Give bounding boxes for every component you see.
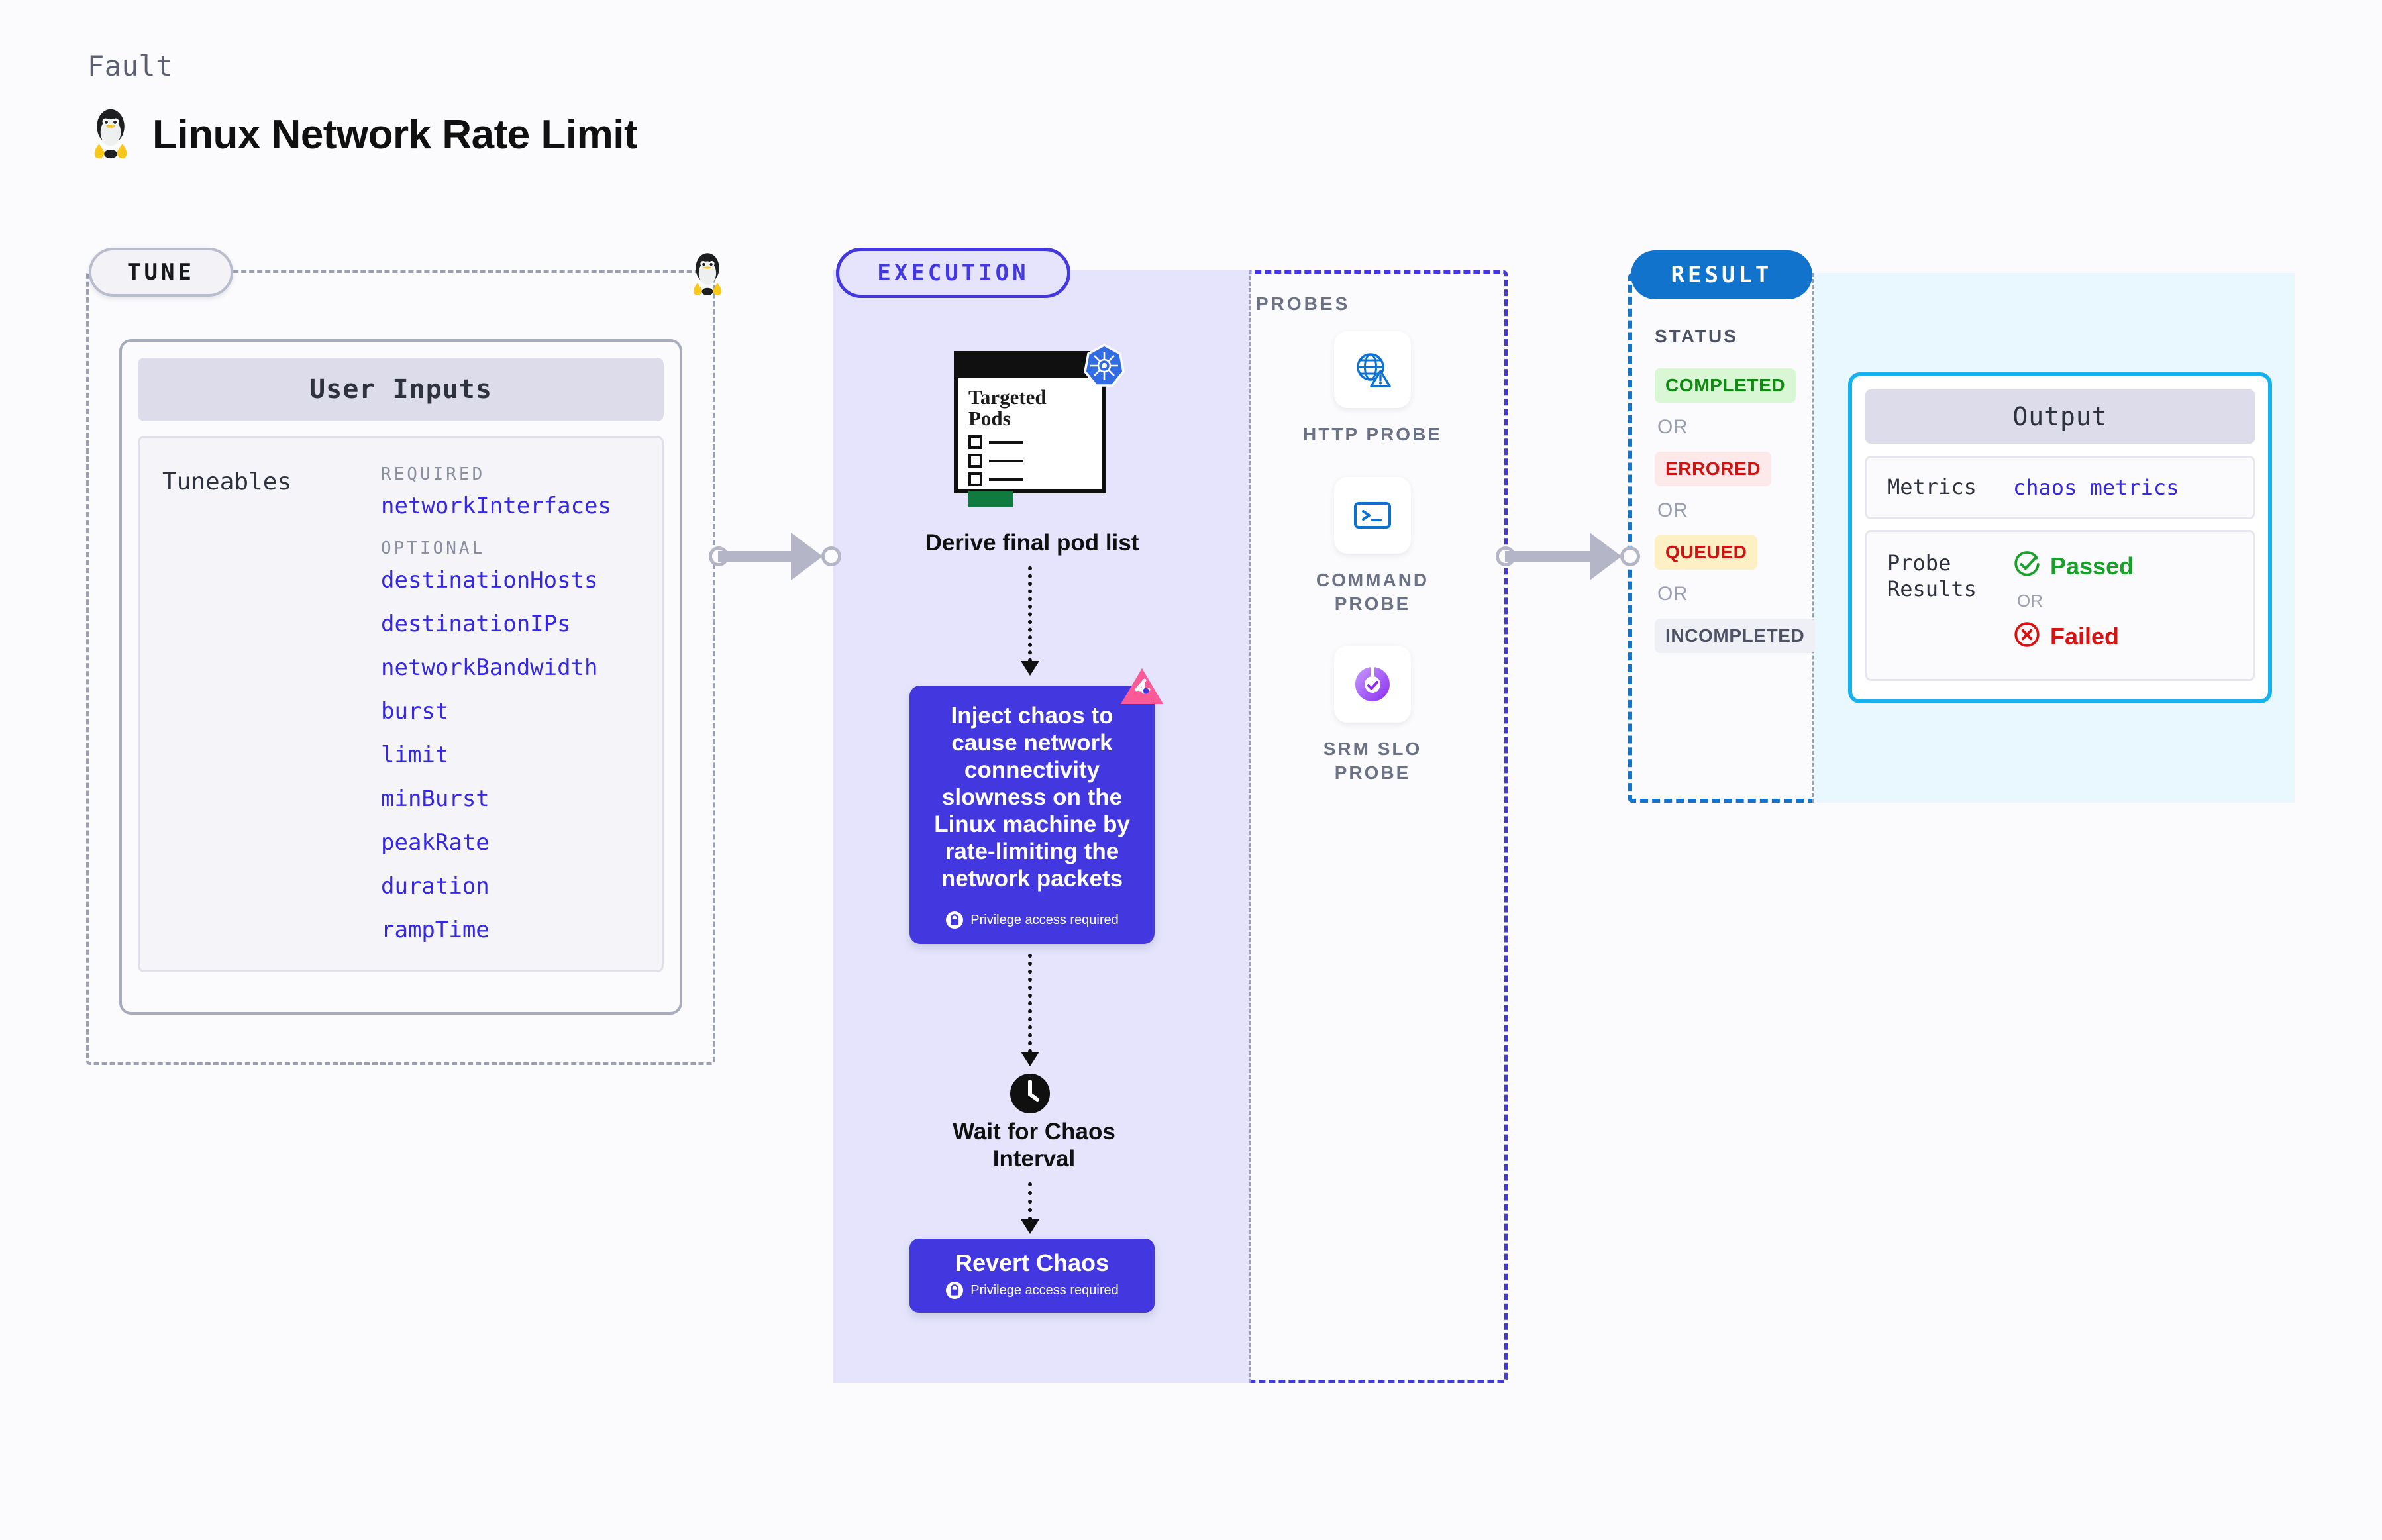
tuneable-networkbandwidth[interactable]: networkBandwidth	[381, 654, 598, 681]
tuneables-group-required: REQUIRED	[381, 464, 486, 484]
arrow-inject-to-wait	[1021, 954, 1039, 1066]
checkbox-icon[interactable]	[968, 472, 982, 487]
probe-srm-slo[interactable]: SRM SLO PROBE	[1293, 646, 1452, 786]
lock-icon	[945, 1281, 964, 1300]
tuneables-list: REQUIRED networkInterfaces OPTIONAL dest…	[381, 464, 639, 944]
tuneable-peakrate[interactable]: peakRate	[381, 829, 490, 856]
connector-end-dot	[1620, 546, 1640, 566]
status-label: STATUS	[1655, 326, 1738, 346]
probe-failed-label: Failed	[2050, 622, 2120, 650]
linux-penguin-icon-tune	[688, 250, 727, 299]
tuneables-body: Tuneables REQUIRED networkInterfaces OPT…	[138, 436, 664, 972]
probe-command[interactable]: COMMAND PROBE	[1293, 477, 1452, 617]
targeted-pods-title: Targeted Pods	[968, 385, 1047, 430]
connector-arrowhead	[1590, 533, 1622, 580]
pods-checklist-row	[968, 472, 1092, 487]
connector-line	[1505, 551, 1596, 562]
pods-card-topbar	[958, 355, 1102, 378]
checkbox-icon[interactable]	[968, 435, 982, 450]
globe-warning-icon	[1334, 331, 1411, 408]
pods-checklist-row	[968, 454, 1092, 468]
tuneable-networkinterfaces[interactable]: networkInterfaces	[381, 493, 611, 519]
pods-row-line	[989, 440, 1023, 444]
probe-result-passed: Passed	[2013, 550, 2233, 582]
tuneables-label: Tuneables	[162, 468, 292, 495]
inject-privilege-text: Privilege access required	[970, 912, 1119, 927]
kubernetes-icon	[1082, 343, 1127, 388]
tuneable-duration[interactable]: duration	[381, 873, 490, 899]
slo-donut-check-icon	[1334, 646, 1411, 723]
page-title: Linux Network Rate Limit	[152, 111, 638, 158]
targeted-pods-card: Targeted Pods	[954, 351, 1106, 508]
revert-chaos-node: Revert Chaos Privilege access required	[909, 1239, 1155, 1313]
user-inputs-card: User Inputs Tuneables REQUIRED networkIn…	[119, 339, 682, 1015]
output-metrics-value[interactable]: chaos metrics	[2013, 475, 2179, 500]
output-title: Output	[1865, 389, 2255, 444]
connector-tune-to-execution	[709, 530, 841, 583]
probe-result-or: OR	[2017, 591, 2043, 611]
probe-http-label: HTTP PROBE	[1303, 424, 1442, 444]
checkbox-icon[interactable]	[968, 454, 982, 468]
cross-circle-icon	[2013, 621, 2041, 652]
user-inputs-title: User Inputs	[138, 358, 664, 421]
output-card: Output Metrics chaos metrics Probe Resul…	[1848, 372, 2272, 703]
status-or-1: OR	[1657, 416, 1688, 438]
output-probe-results-row: Probe Results Passed OR	[1865, 530, 2255, 681]
connector-arrowhead	[791, 533, 823, 580]
pods-confirm-button[interactable]	[968, 491, 1013, 508]
tuneable-minburst[interactable]: minBurst	[381, 786, 490, 812]
status-badge-incompleted: INCOMPLETED	[1655, 619, 1816, 653]
clock-icon	[1010, 1073, 1051, 1114]
tune-section-boundary	[86, 270, 715, 1065]
result-status-column: STATUS COMPLETED OR ERRORED OR QUEUED OR…	[1628, 273, 1816, 803]
probe-http[interactable]: HTTP PROBE	[1293, 331, 1452, 446]
output-metrics-row: Metrics chaos metrics	[1865, 456, 2255, 519]
tuneable-destinationhosts[interactable]: destinationHosts	[381, 567, 598, 593]
connector-line	[718, 551, 798, 562]
arrow-wait-to-revert	[1021, 1182, 1039, 1234]
inject-chaos-text: Inject chaos to cause network connectivi…	[934, 703, 1130, 892]
output-metrics-key: Metrics	[1887, 474, 1977, 500]
tuneable-limit[interactable]: limit	[381, 742, 449, 768]
wait-node-caption: Wait for Chaos Interval	[953, 1119, 1115, 1172]
inject-chaos-node: Inject chaos to cause network connectivi…	[909, 686, 1155, 944]
tuneable-ramptime[interactable]: rampTime	[381, 917, 490, 943]
tune-section-pill: TUNE	[89, 248, 233, 297]
tuneable-destinationips[interactable]: destinationIPs	[381, 611, 571, 637]
probes-section-label: PROBES	[1256, 293, 1351, 314]
probe-result-failed: Failed	[2013, 621, 2233, 652]
status-or-2: OR	[1657, 499, 1688, 521]
tuneables-group-optional: OPTIONAL	[381, 539, 486, 558]
linux-penguin-icon	[87, 106, 134, 163]
pods-node-caption: Derive final pod list	[925, 530, 1139, 556]
page-kicker: Fault	[87, 50, 173, 82]
status-badge-completed: COMPLETED	[1655, 368, 1796, 403]
status-badge-errored: ERRORED	[1655, 452, 1772, 486]
status-badge-queued: QUEUED	[1655, 535, 1758, 570]
pods-checklist-row	[968, 435, 1092, 450]
probe-srm-slo-label: SRM SLO PROBE	[1323, 739, 1422, 784]
tuneable-burst[interactable]: burst	[381, 698, 449, 725]
pods-row-line	[989, 478, 1023, 481]
arrow-pods-to-inject	[1021, 566, 1039, 676]
revert-chaos-title: Revert Chaos	[955, 1249, 1110, 1276]
probe-command-label: COMMAND PROBE	[1316, 570, 1429, 615]
result-section-pill: RESULT	[1631, 250, 1812, 299]
inject-privilege-note: Privilege access required	[945, 911, 1119, 932]
output-probe-key: Probe Results	[1887, 550, 1977, 602]
litmuschaos-icon	[1119, 666, 1165, 707]
status-or-3: OR	[1657, 583, 1688, 605]
page-header: Linux Network Rate Limit	[87, 106, 638, 163]
connector-end-dot	[821, 546, 841, 566]
terminal-icon	[1334, 477, 1411, 554]
lock-icon	[945, 911, 964, 929]
revert-privilege-note: Privilege access required	[945, 1281, 1119, 1302]
revert-privilege-text: Privilege access required	[970, 1282, 1119, 1298]
probe-passed-label: Passed	[2050, 552, 2134, 580]
check-circle-icon	[2013, 550, 2041, 582]
execution-section-pill: EXECUTION	[836, 248, 1070, 298]
connector-execution-to-result	[1496, 530, 1641, 583]
pods-row-line	[989, 459, 1023, 462]
pods-checklist	[968, 435, 1092, 487]
